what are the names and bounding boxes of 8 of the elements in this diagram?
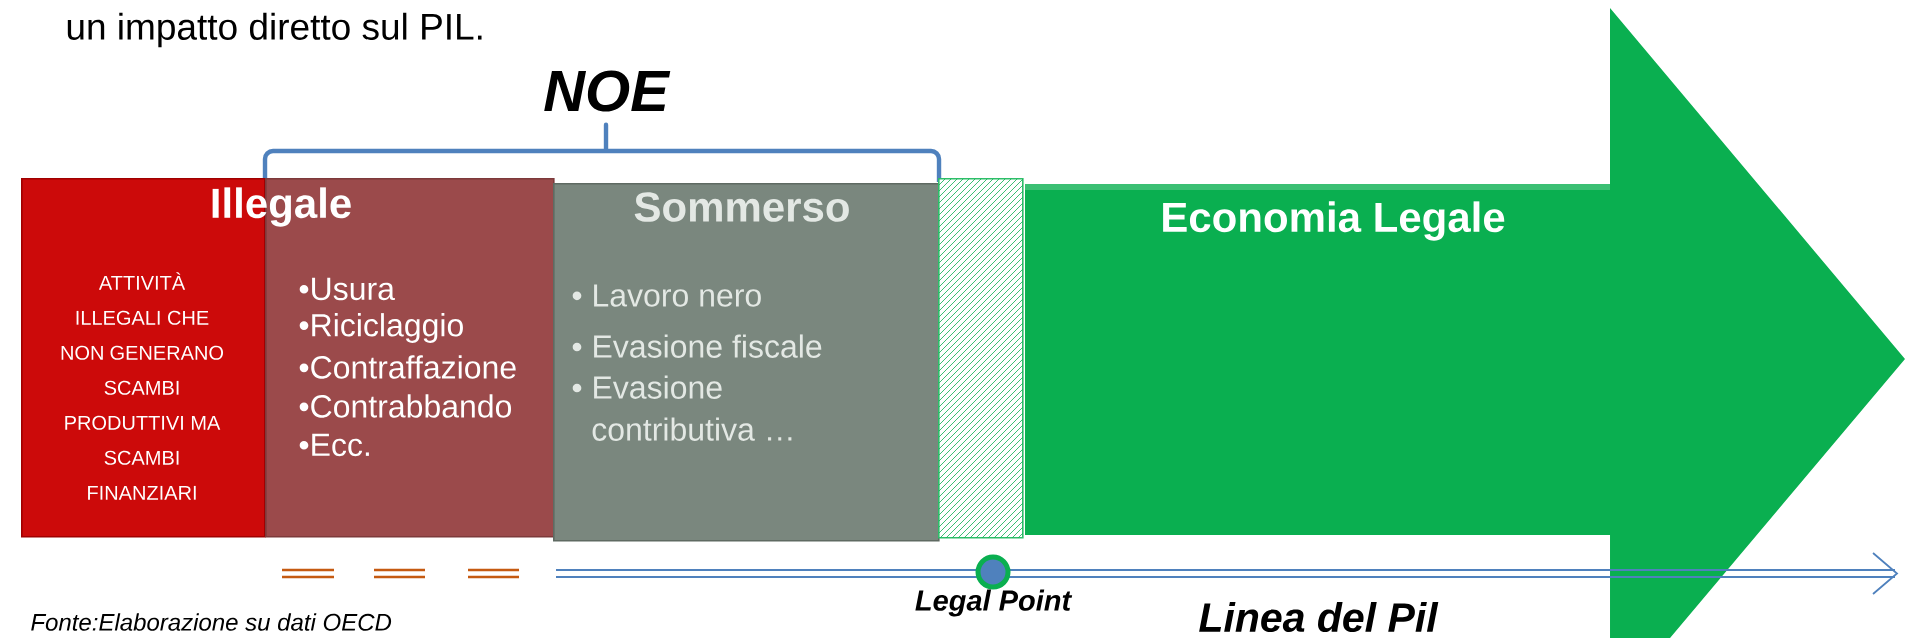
source-note: Fonte:Elaborazione su dati OECD: [31, 613, 392, 631]
list-box: Sommerso • Lavoro nero • Evasione fiscale • Evasione contributiva …: [553, 183, 940, 542]
point-marker: [975, 554, 1011, 590]
axis-label: Linea del Pil: [1199, 601, 1439, 633]
heading: Illegale: [212, 187, 351, 227]
hatched-box: [938, 178, 1024, 539]
intro-text: un impatto diretto sul PIL.: [67, 12, 482, 48]
bracket-label: NOE: [544, 70, 671, 112]
